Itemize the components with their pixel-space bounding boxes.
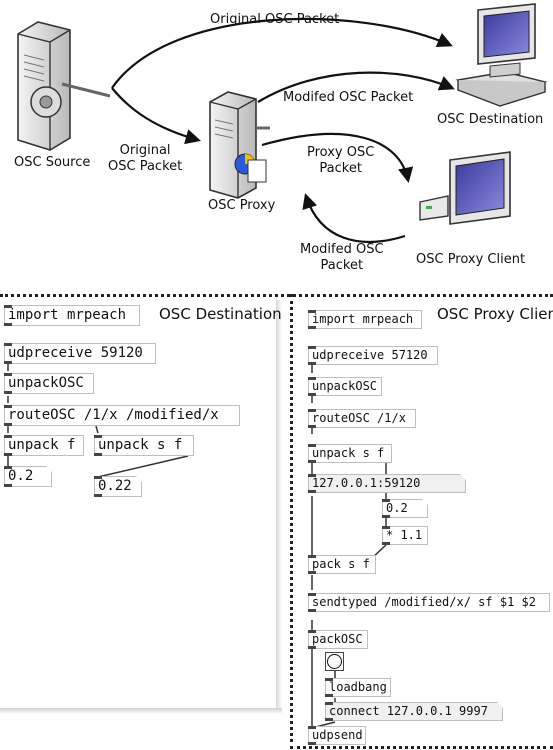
osc-proxy-client-computer-icon (419, 151, 511, 225)
label-proxy-packet: Proxy OSC Packet (307, 145, 375, 176)
left-pane-shadow-right (276, 300, 282, 710)
osc-proxy-server-icon (209, 91, 270, 199)
obj-routeosc-right[interactable]: routeOSC /1/x (308, 409, 416, 428)
obj-import-mrpeach[interactable]: import mrpeach (4, 305, 140, 326)
obj-udpreceive[interactable]: udpreceive 59120 (4, 343, 156, 364)
arrow-modified-bottom (302, 193, 406, 243)
label-modified-packet-top: Modifed OSC Packet (283, 90, 414, 105)
arrow-original-top (111, 17, 453, 89)
arrow-proxy-packet (261, 132, 414, 184)
left-patch-cords (7, 364, 189, 478)
panes-top-border (0, 294, 553, 297)
obj-udpsend[interactable]: udpsend (308, 726, 366, 745)
obj-routeosc[interactable]: routeOSC /1/x /modified/x (4, 405, 240, 426)
bang-button-icon[interactable] (325, 652, 344, 671)
label-osc-source: OSC Source (14, 155, 91, 170)
obj-sendtyped[interactable]: sendtyped /modified/x/ sf $1 $2 (308, 593, 550, 612)
number-box-1[interactable]: 0.2 (4, 466, 52, 487)
osc-destination-computer-icon (455, 3, 548, 107)
obj-import-mrpeach-right[interactable]: import mrpeach (308, 310, 422, 329)
left-pane-shadow-bottom (0, 708, 282, 714)
panes-divider (290, 294, 293, 749)
panes-bottom-border (290, 746, 553, 749)
bang-circle-icon (327, 654, 342, 669)
obj-pack-s-f[interactable]: pack s f (308, 555, 376, 574)
obj-multiply[interactable]: * 1.1 (382, 526, 428, 545)
osc-source-server-icon (17, 21, 111, 151)
right-pane-title: OSC Proxy Client (437, 305, 553, 323)
obj-unpack-s-f[interactable]: unpack s f (94, 435, 194, 456)
network-diagram (17, 3, 548, 243)
label-osc-proxy-client: OSC Proxy Client (416, 252, 526, 267)
obj-unpackosc-right[interactable]: unpackOSC (308, 377, 382, 396)
label-original-packet-top: Original OSC Packet (210, 12, 340, 27)
obj-packosc[interactable]: packOSC (308, 630, 368, 649)
obj-loadbang[interactable]: loadbang (325, 678, 391, 697)
obj-udpreceive-right[interactable]: udpreceive 57120 (308, 346, 438, 365)
msg-address[interactable]: 127.0.0.1:59120 (308, 474, 466, 493)
label-modified-packet-bottom: Modifed OSC Packet (300, 242, 384, 273)
obj-unpack-s-f-right[interactable]: unpack s f (308, 444, 392, 463)
obj-unpack-f[interactable]: unpack f (4, 435, 84, 456)
obj-unpackosc[interactable]: unpackOSC (4, 373, 94, 394)
label-osc-destination: OSC Destination (437, 112, 544, 127)
label-osc-proxy: OSC Proxy (208, 198, 276, 213)
arrow-modified-top (257, 71, 455, 103)
number-box-right[interactable]: 0.2 (382, 499, 428, 518)
label-original-packet-left: Original OSC Packet (108, 143, 183, 174)
arrow-original-to-proxy (111, 87, 201, 145)
msg-connect[interactable]: connect 127.0.0.1 9997 (325, 702, 503, 721)
number-box-2[interactable]: 0.22 (94, 476, 142, 497)
left-pane-title: OSC Destination (159, 305, 282, 323)
